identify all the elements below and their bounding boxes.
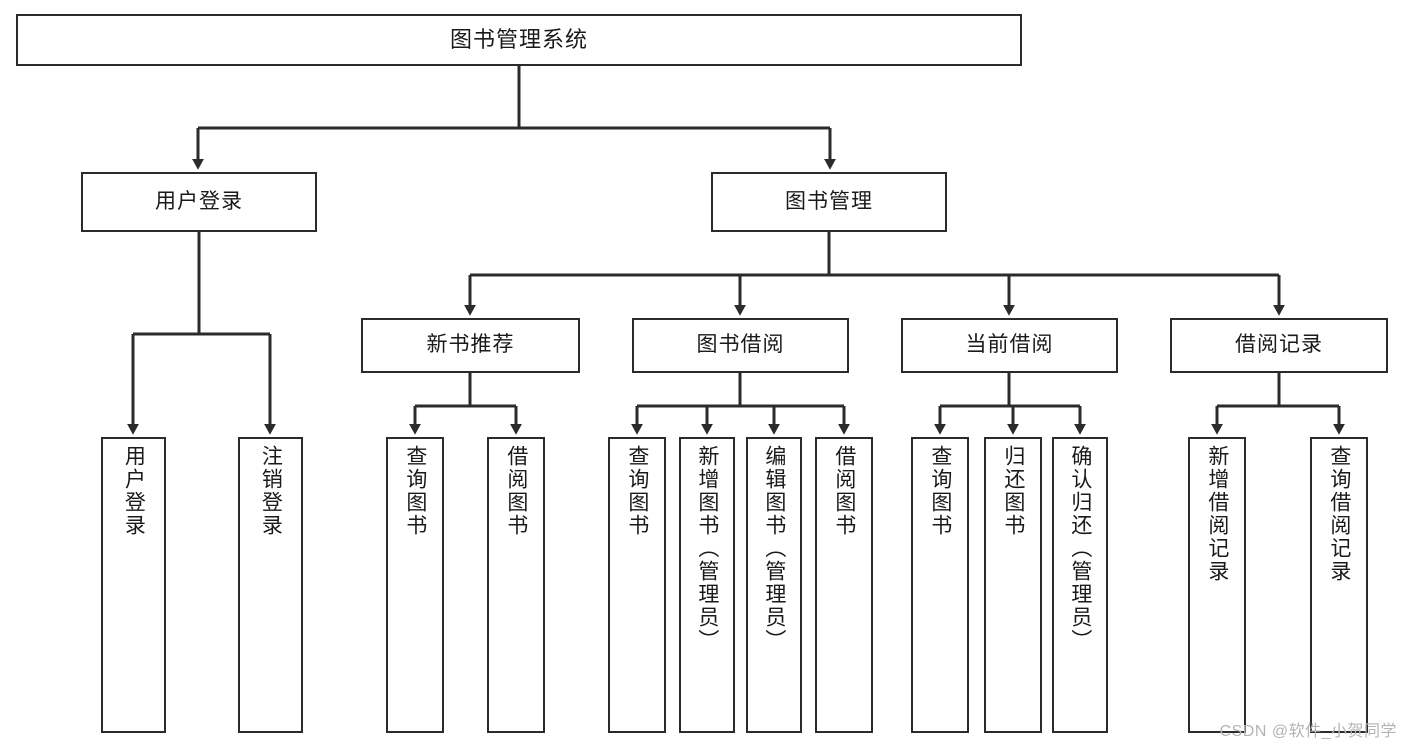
node-label: 图书管理 bbox=[785, 189, 873, 213]
node-label: 查询借阅记录 bbox=[1327, 445, 1351, 583]
node-label: 用户登录 bbox=[155, 189, 243, 213]
node-leaf-query-book-3[interactable]: 查询图书 bbox=[911, 437, 969, 733]
node-borrow-record[interactable]: 借阅记录 bbox=[1170, 318, 1388, 373]
node-leaf-query-book-2[interactable]: 查询图书 bbox=[608, 437, 666, 733]
node-current-borrow[interactable]: 当前借阅 bbox=[901, 318, 1118, 373]
node-leaf-borrow-book-1[interactable]: 借阅图书 bbox=[487, 437, 545, 733]
node-leaf-return-book[interactable]: 归还图书 bbox=[984, 437, 1042, 733]
node-user-login[interactable]: 用户登录 bbox=[81, 172, 317, 232]
node-label: 确认归还（管理员） bbox=[1068, 445, 1092, 652]
node-leaf-confirm-return[interactable]: 确认归还（管理员） bbox=[1052, 437, 1108, 733]
node-label: 借阅图书 bbox=[504, 445, 528, 537]
node-label: 查询图书 bbox=[403, 445, 427, 537]
node-label: 归还图书 bbox=[1001, 445, 1025, 537]
node-label: 当前借阅 bbox=[965, 333, 1054, 357]
node-label: 图书管理系统 bbox=[449, 27, 588, 53]
node-new-book-rec[interactable]: 新书推荐 bbox=[361, 318, 580, 373]
node-book-manage[interactable]: 图书管理 bbox=[711, 172, 947, 232]
node-root[interactable]: 图书管理系统 bbox=[16, 14, 1022, 66]
node-leaf-edit-book[interactable]: 编辑图书（管理员） bbox=[746, 437, 802, 733]
node-label: 查询图书 bbox=[928, 445, 952, 537]
node-leaf-add-book[interactable]: 新增图书（管理员） bbox=[679, 437, 735, 733]
node-book-borrow[interactable]: 图书借阅 bbox=[632, 318, 849, 373]
node-label: 查询图书 bbox=[625, 445, 649, 537]
csdn-watermark: CSDN @软件_小贺同学 bbox=[1219, 723, 1397, 740]
node-leaf-borrow-book-2[interactable]: 借阅图书 bbox=[815, 437, 873, 733]
node-label: 借阅图书 bbox=[832, 445, 856, 537]
node-leaf-query-book-1[interactable]: 查询图书 bbox=[386, 437, 444, 733]
node-label: 图书借阅 bbox=[696, 333, 785, 357]
node-label: 新书推荐 bbox=[426, 333, 515, 357]
node-label: 用户登录 bbox=[122, 445, 146, 537]
node-leaf-user-login[interactable]: 用户登录 bbox=[101, 437, 166, 733]
node-leaf-user-logout[interactable]: 注销登录 bbox=[238, 437, 303, 733]
node-label: 借阅记录 bbox=[1235, 333, 1323, 357]
node-label: 注销登录 bbox=[259, 445, 283, 537]
node-label: 新增图书（管理员） bbox=[695, 445, 719, 652]
node-label: 编辑图书（管理员） bbox=[762, 445, 786, 652]
node-leaf-query-record[interactable]: 查询借阅记录 bbox=[1310, 437, 1368, 733]
node-leaf-add-record[interactable]: 新增借阅记录 bbox=[1188, 437, 1246, 733]
node-label: 新增借阅记录 bbox=[1205, 445, 1229, 583]
